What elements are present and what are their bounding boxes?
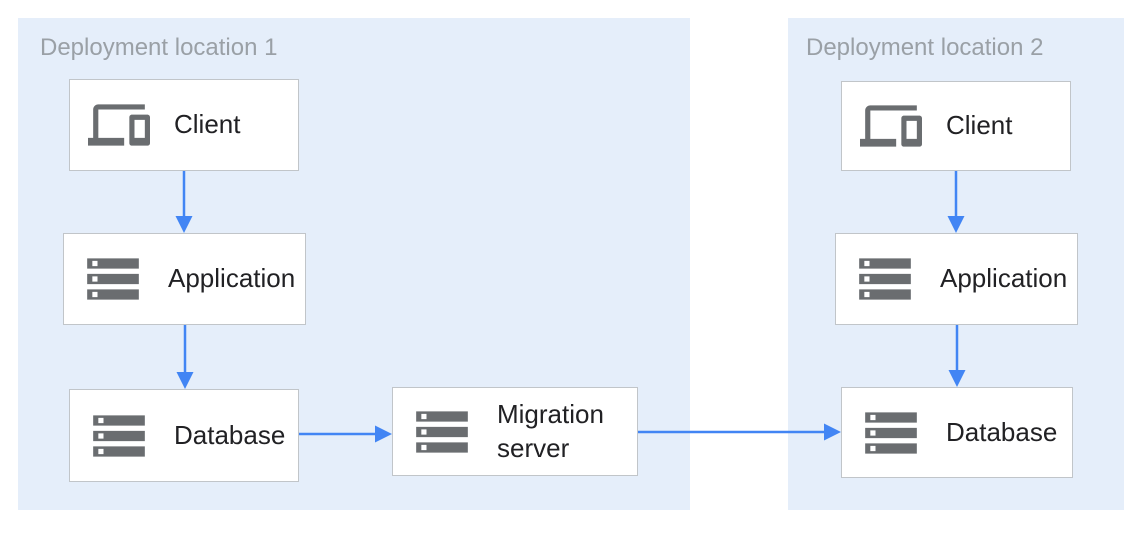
node-label: Application bbox=[940, 263, 1068, 294]
node-label: Client bbox=[946, 110, 1013, 141]
node-label: Migration server bbox=[497, 399, 604, 463]
node-migration-server: Migration server bbox=[392, 387, 638, 476]
storage-icon bbox=[865, 411, 917, 454]
node-client-2: Client bbox=[841, 81, 1071, 171]
node-application-1: Application bbox=[63, 233, 306, 325]
node-label: Database bbox=[946, 416, 1058, 447]
zone-1-title: Deployment location 1 bbox=[40, 34, 278, 61]
storage-icon bbox=[416, 410, 468, 453]
node-label: Application bbox=[168, 263, 296, 294]
node-label: Database bbox=[174, 419, 286, 450]
node-label: Client bbox=[174, 109, 241, 140]
devices-icon bbox=[860, 105, 922, 147]
storage-icon bbox=[859, 258, 911, 300]
storage-icon bbox=[93, 414, 145, 457]
devices-icon bbox=[88, 104, 150, 146]
node-application-2: Application bbox=[835, 233, 1078, 325]
node-database-1: Database bbox=[69, 389, 299, 482]
node-database-2: Database bbox=[841, 387, 1073, 478]
storage-icon bbox=[87, 258, 139, 300]
node-client-1: Client bbox=[69, 79, 299, 171]
zone-2-title: Deployment location 2 bbox=[806, 34, 1044, 61]
